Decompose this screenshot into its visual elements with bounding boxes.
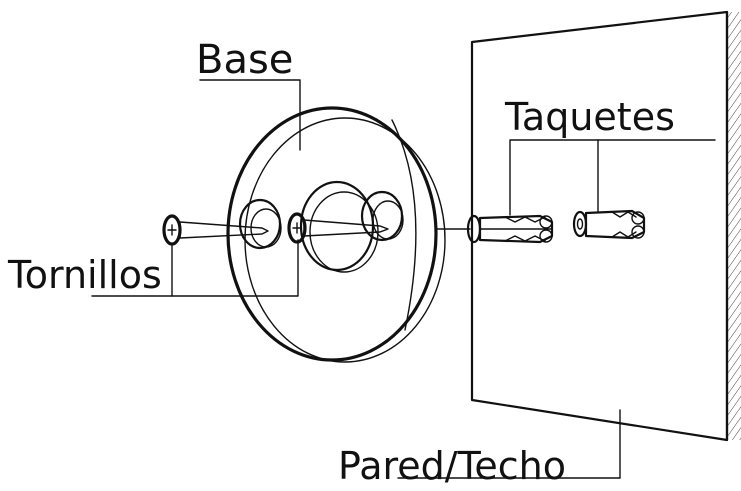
leader-base bbox=[199, 79, 301, 151]
leader-pared-techo bbox=[397, 409, 621, 479]
label-pared-techo: Pared/Techo bbox=[338, 444, 566, 488]
anchor-left bbox=[466, 214, 554, 244]
wall-panel bbox=[470, 10, 741, 442]
label-taquetes: Taquetes bbox=[504, 95, 675, 139]
base-disk bbox=[226, 106, 446, 363]
leader-tornillos bbox=[91, 239, 299, 297]
label-tornillos: Tornillos bbox=[7, 253, 162, 297]
label-base: Base bbox=[196, 37, 293, 83]
anchor-right bbox=[572, 209, 646, 240]
leader-taquetes bbox=[509, 139, 716, 216]
screw-center bbox=[287, 212, 389, 244]
